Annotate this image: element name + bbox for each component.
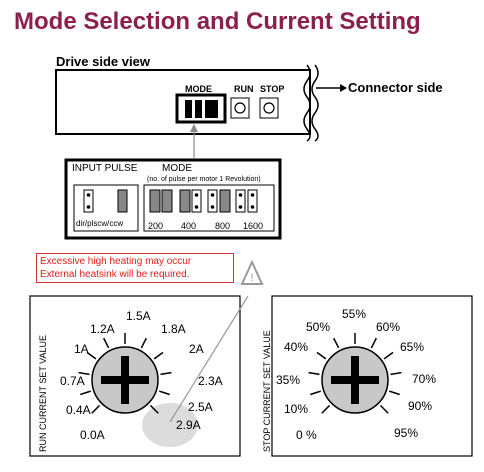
stop-value-label: 55% <box>342 307 367 321</box>
warning-line-1: Excessive high heating may occur <box>40 256 192 267</box>
run-dial-tick-3 <box>86 351 97 360</box>
input-pulse-label: INPUT PULSE <box>72 163 138 174</box>
stop-value-label: 35% <box>276 373 301 387</box>
break-line-1 <box>303 64 311 142</box>
run-value-label: 2.5A <box>188 400 213 414</box>
stop-value-label: 50% <box>306 320 331 334</box>
run-value-label: 0.4A <box>66 403 91 417</box>
run-value-label: 1A <box>74 342 89 356</box>
stop-value-label: 90% <box>408 399 433 413</box>
stop-value-label: 65% <box>400 340 425 354</box>
mode-panel-label: MODE <box>162 163 192 174</box>
run-value-label: 2.3A <box>198 374 223 388</box>
run-dial-tick-9 <box>159 390 170 396</box>
run-dial-tick-6 <box>140 337 148 349</box>
stop-dial-tick-9 <box>389 390 400 396</box>
stop-value-label: 95% <box>394 426 419 440</box>
input-option2-label: cw/ccw <box>97 219 124 228</box>
connector-side-label: Connector side <box>348 80 443 95</box>
stop-dial-tick-6 <box>370 337 378 349</box>
stop-axis-label: STOP CURRENT SET VALUE <box>262 330 272 452</box>
stop-value-label: 70% <box>412 372 437 386</box>
page-title: Mode Selection and Current Setting <box>14 8 421 35</box>
drive-mode-label: MODE <box>185 84 212 94</box>
stop-dial-tick-0 <box>321 404 331 414</box>
run-dial-tick-4 <box>102 337 110 349</box>
stop-value-label: 60% <box>376 320 401 334</box>
resolution-label: 1600 <box>243 221 264 231</box>
run-value-label: 1.8A <box>161 322 186 336</box>
warning-triangle-icon <box>240 259 264 285</box>
resolution-label: 400 <box>181 221 197 231</box>
resolution-label: 200 <box>148 221 164 231</box>
stop-value-label: 40% <box>284 340 309 354</box>
stop-dial-tick-3 <box>316 351 327 360</box>
stop-value-label: 10% <box>284 402 309 416</box>
run-pot <box>230 97 250 119</box>
run-dial-tick-10 <box>149 404 159 414</box>
svg-text:!: ! <box>250 272 253 284</box>
stop-dial-tick-10 <box>379 404 389 414</box>
run-value-label: 1.5A <box>126 309 151 323</box>
stop-dial-tick-2 <box>308 371 320 376</box>
stop-dial-tick-1 <box>310 390 321 396</box>
run-axis-label: RUN CURRENT SET VALUE <box>38 334 48 452</box>
break-line-2 <box>311 64 319 142</box>
run-dial-tick-7 <box>153 351 164 360</box>
resolution-label: 800 <box>215 221 231 231</box>
stop-dial-tick-8 <box>390 371 402 376</box>
run-dial-tick-8 <box>160 371 172 376</box>
run-value-label: 2.9A <box>176 418 201 432</box>
stop-dial-tick-4 <box>332 337 340 349</box>
warning-line-2: External heatsink will be required. <box>40 269 190 280</box>
run-value-label: 1.2A <box>90 322 115 336</box>
drive-run-label: RUN <box>234 84 254 94</box>
run-value-label: 2A <box>189 342 204 356</box>
drive-side-view-label: Drive side view <box>56 54 150 69</box>
connector-arrowhead <box>340 84 347 92</box>
input-option-label: dir/pls <box>76 219 98 228</box>
run-dial-tick-2 <box>78 371 90 376</box>
mode-panel-sublabel: (no. of pulse per motor 1 Revolution) <box>147 176 261 183</box>
warning-box: Excessive high heating may occur Externa… <box>36 253 234 283</box>
stop-pot <box>259 97 279 119</box>
stop-dial-tick-7 <box>383 351 394 360</box>
drive-stop-label: STOP <box>260 84 285 94</box>
run-value-label: 0.0A <box>80 428 105 442</box>
stop-value-label: 0 % <box>296 428 317 442</box>
run-dial-tick-0 <box>91 404 101 414</box>
run-dial-tick-1 <box>80 390 91 396</box>
run-value-label: 0.7A <box>60 374 85 388</box>
